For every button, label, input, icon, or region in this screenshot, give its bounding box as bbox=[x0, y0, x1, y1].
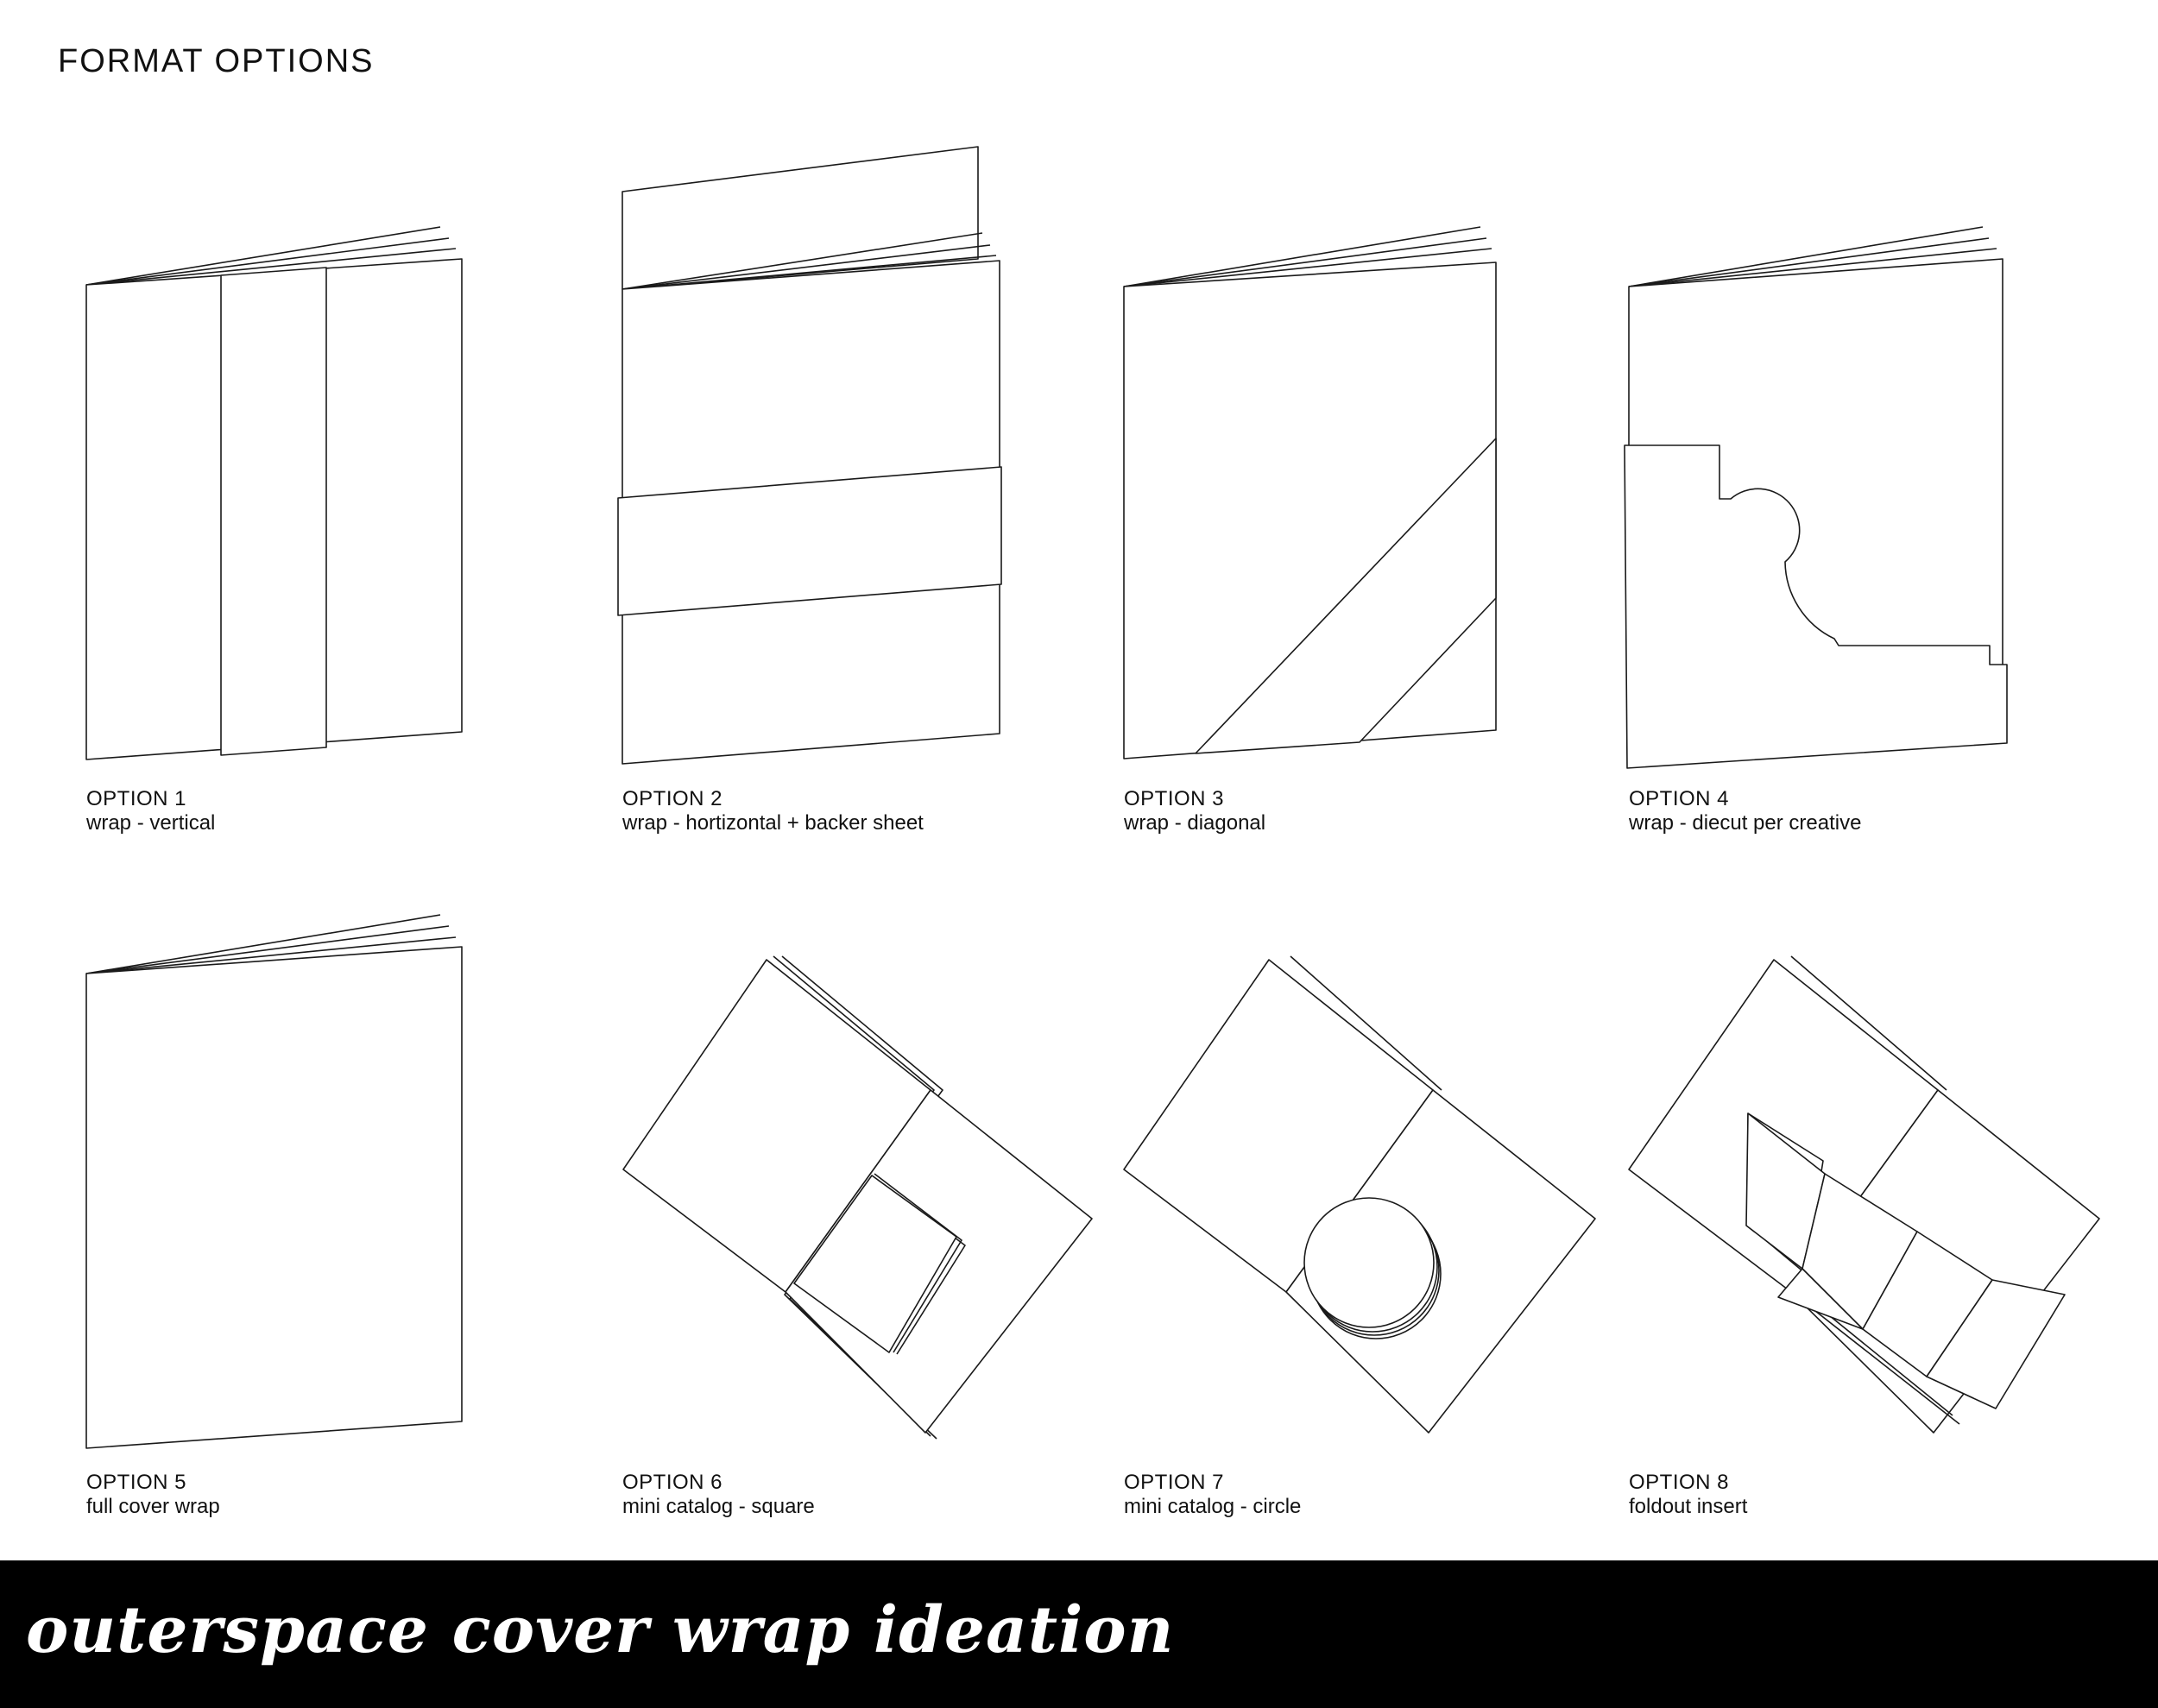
footer-title: outerspace cover wrap ideation bbox=[26, 1593, 1175, 1667]
option-3-illustration bbox=[1123, 226, 1497, 759]
diecut-wrap bbox=[1624, 444, 2008, 769]
option-number: OPTION 2 bbox=[622, 787, 723, 810]
option-description: mini catalog - square bbox=[622, 1494, 815, 1518]
option-number: OPTION 5 bbox=[86, 1471, 187, 1494]
option-description: full cover wrap bbox=[86, 1494, 220, 1518]
option-7-caption: OPTION 7 mini catalog - circle bbox=[1124, 1471, 1301, 1518]
option-8-illustration bbox=[1628, 955, 2100, 1434]
option-number: OPTION 6 bbox=[622, 1471, 723, 1494]
mini-catalog-square bbox=[793, 1175, 957, 1353]
option-description: mini catalog - circle bbox=[1124, 1494, 1302, 1518]
option-number: OPTION 3 bbox=[1124, 787, 1225, 810]
option-number: OPTION 7 bbox=[1124, 1471, 1225, 1494]
option-3-caption: OPTION 3 wrap - diagonal bbox=[1124, 787, 1265, 835]
footer-banner: outerspace cover wrap ideation bbox=[0, 1560, 2158, 1708]
backer-sheet bbox=[622, 146, 979, 290]
option-4-caption: OPTION 4 wrap - diecut per creative bbox=[1629, 787, 1861, 835]
mini-catalog-circle bbox=[1303, 1197, 1435, 1328]
option-5-caption: OPTION 5 full cover wrap bbox=[86, 1471, 220, 1518]
option-2-caption: OPTION 2 wrap - hortizontal + backer she… bbox=[622, 787, 924, 835]
option-number: OPTION 4 bbox=[1629, 787, 1730, 810]
horizontal-wrap-band bbox=[617, 466, 1002, 616]
option-6-illustration bbox=[622, 955, 1093, 1440]
option-1-illustration bbox=[85, 226, 463, 760]
option-7-illustration bbox=[1123, 955, 1596, 1434]
option-6-caption: OPTION 6 mini catalog - square bbox=[622, 1471, 815, 1518]
option-number: OPTION 1 bbox=[86, 787, 187, 810]
option-5-illustration bbox=[85, 914, 463, 1449]
option-number: OPTION 8 bbox=[1629, 1471, 1730, 1494]
option-8-caption: OPTION 8 foldout insert bbox=[1629, 1471, 1747, 1518]
option-description: foldout insert bbox=[1629, 1494, 1748, 1518]
option-description: wrap - diecut per creative bbox=[1629, 810, 1862, 835]
option-1-caption: OPTION 1 wrap - vertical bbox=[86, 787, 215, 835]
option-4-illustration bbox=[1624, 226, 2008, 769]
page-title: FORMAT OPTIONS bbox=[58, 43, 375, 79]
option-description: wrap - diagonal bbox=[1124, 810, 1266, 835]
diagonal-wrap-band bbox=[1195, 438, 1497, 754]
option-2-illustration bbox=[617, 146, 1002, 765]
option-description: wrap - hortizontal + backer sheet bbox=[622, 810, 924, 835]
option-description: wrap - vertical bbox=[86, 810, 216, 835]
vertical-wrap-band bbox=[220, 267, 327, 756]
